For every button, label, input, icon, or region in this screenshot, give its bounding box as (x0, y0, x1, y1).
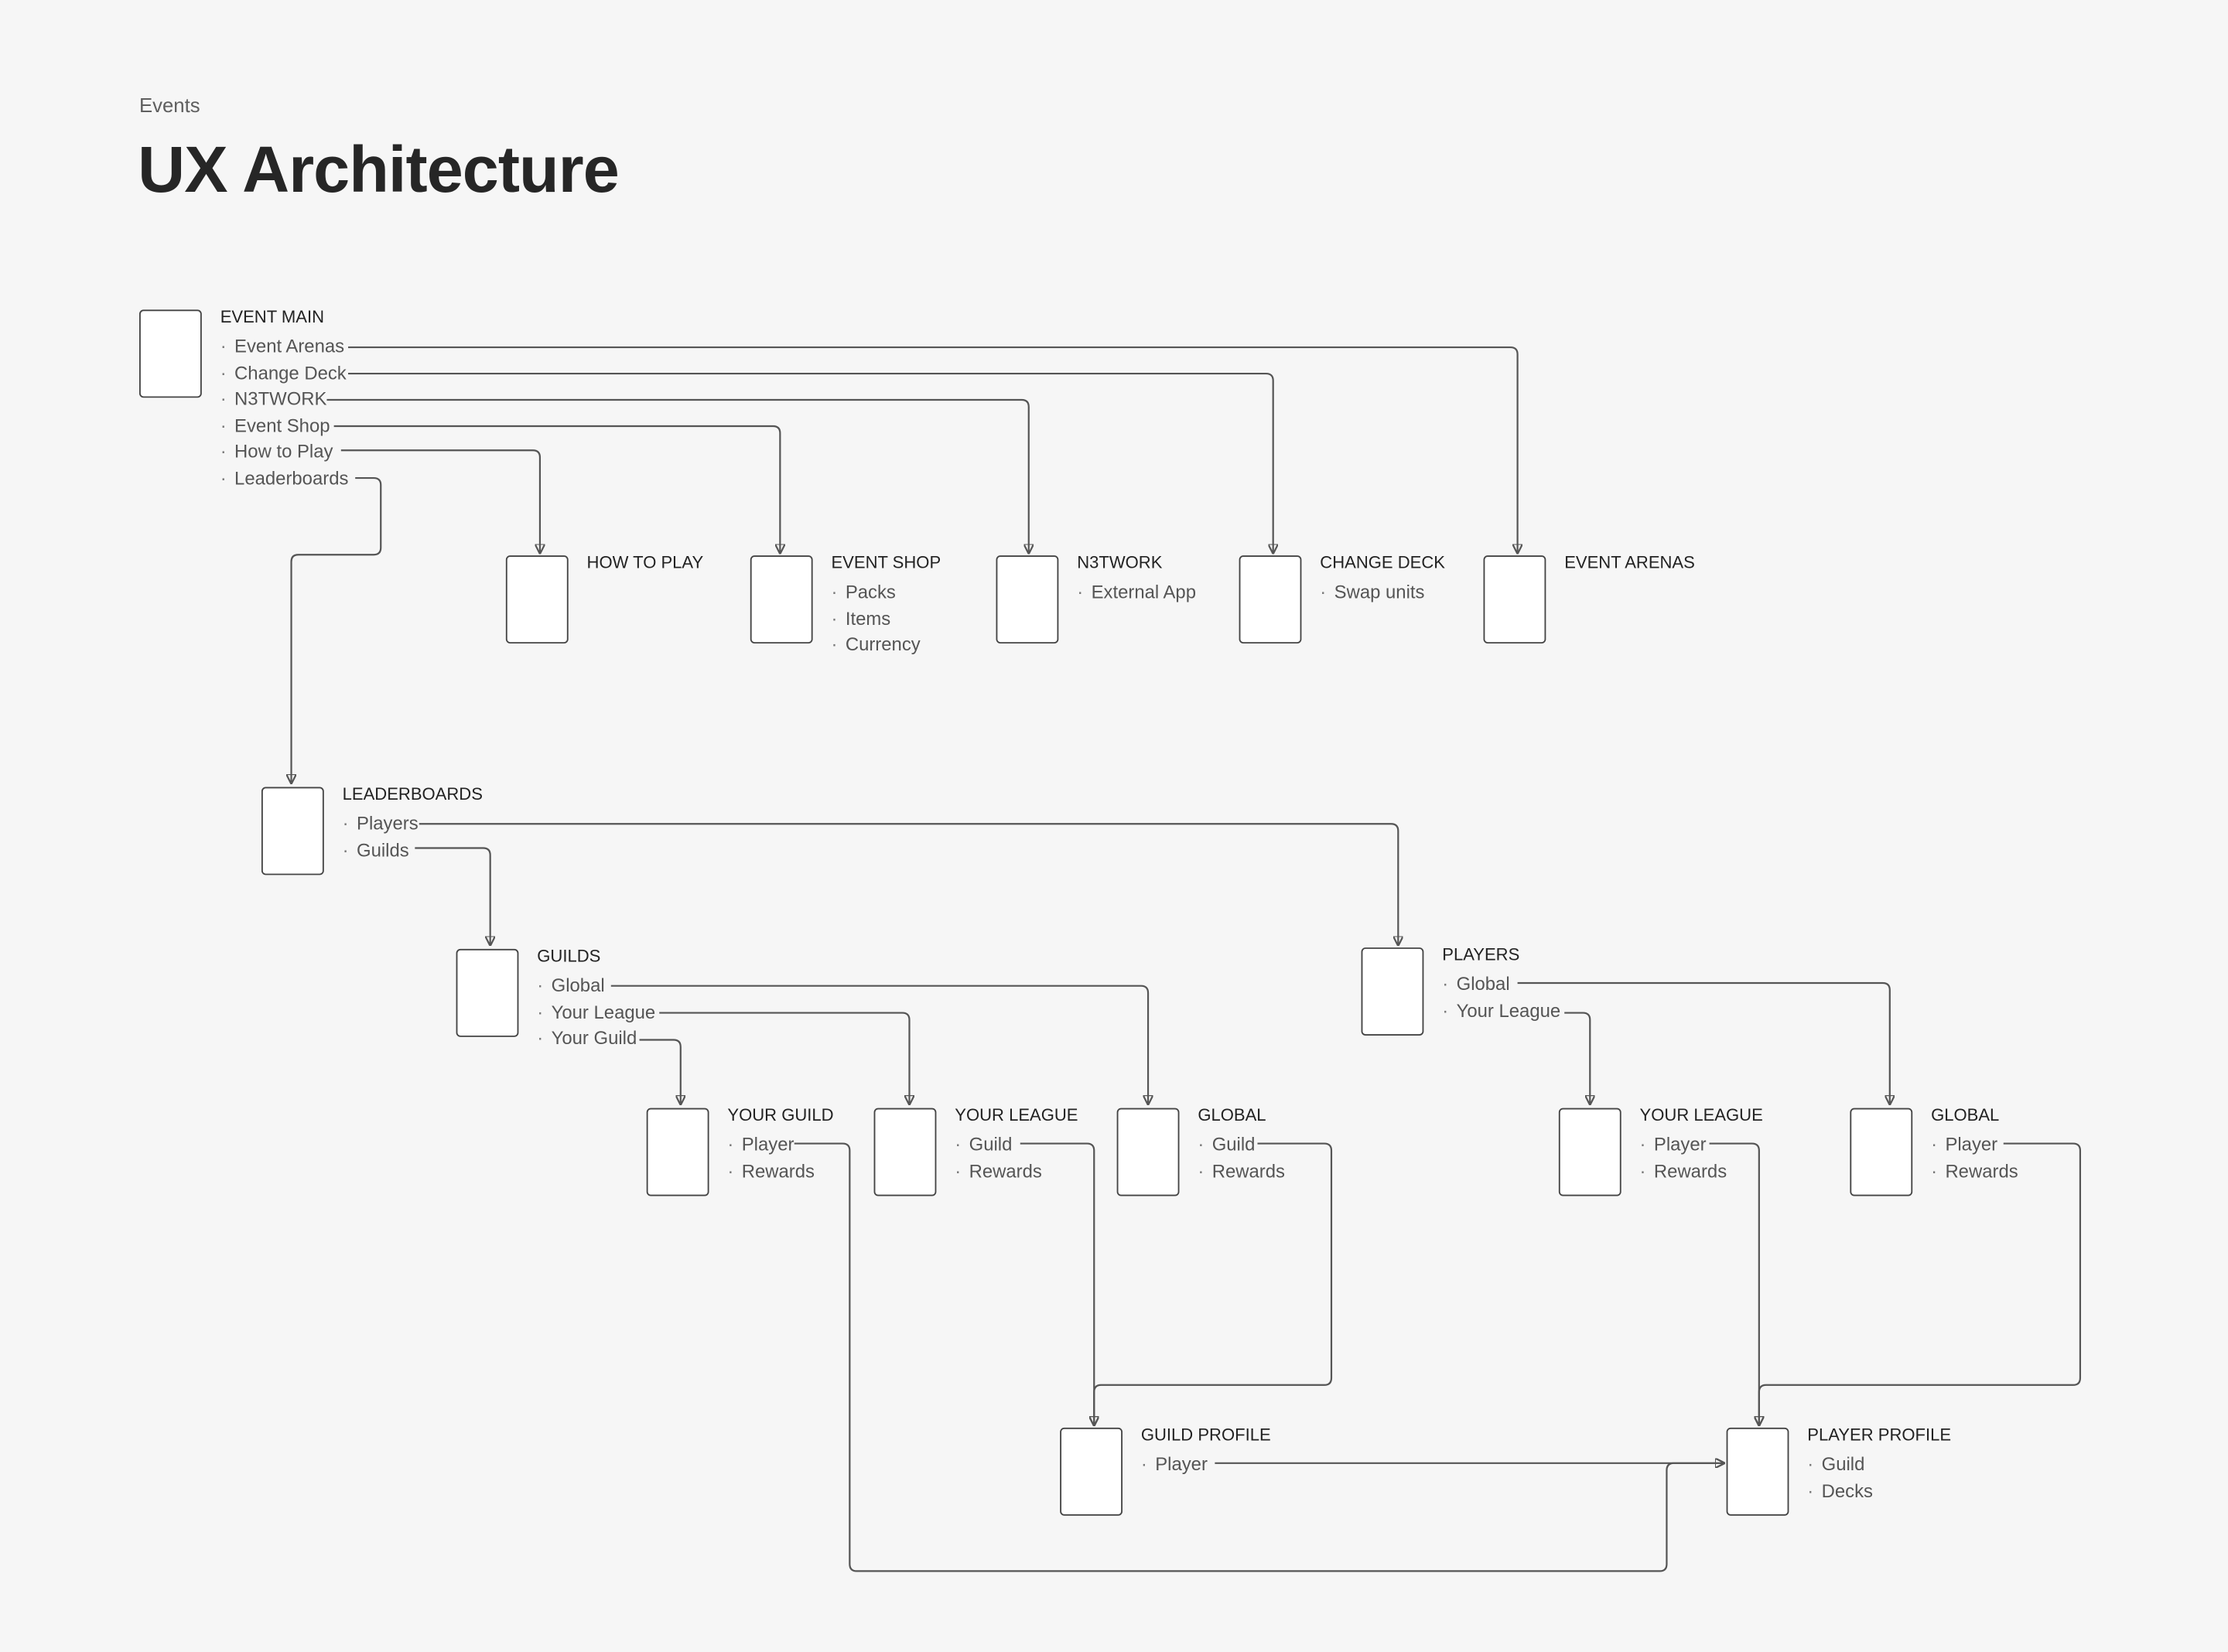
node-item: Packs (831, 579, 941, 606)
node-title: GUILD PROFILE (1140, 1425, 1271, 1445)
page-title: UX Architecture (138, 131, 620, 206)
screen-placeholder (1558, 1108, 1621, 1196)
screen-placeholder (261, 787, 324, 875)
node-item: How to Play (220, 439, 349, 466)
screen-placeholder (750, 555, 813, 644)
node-title: EVENT SHOP (831, 552, 941, 573)
node-item: N3TWORK (220, 387, 349, 413)
link-how-to-play (340, 449, 540, 552)
node-item: Global (1442, 971, 1560, 998)
node-title: GUILDS (537, 946, 601, 966)
node-item: Rewards (1198, 1159, 1285, 1185)
screen-placeholder (138, 309, 202, 398)
link-guilds-global (610, 985, 1148, 1104)
node-title: EVENT ARENAS (1564, 552, 1695, 573)
screen-placeholder (646, 1108, 709, 1196)
node-item: Player (1640, 1132, 1763, 1159)
node-item: Guild (1198, 1132, 1285, 1159)
node-item: Guild (1807, 1452, 1951, 1478)
node-title: GLOBAL (1931, 1104, 2000, 1125)
node-item: Player (1931, 1132, 2018, 1159)
node-item: Event Arenas (220, 334, 349, 360)
node-title: LEADERBOARDS (342, 783, 483, 804)
node-item: Rewards (727, 1159, 833, 1185)
link-leaderboards (292, 476, 382, 783)
node-item: Items (831, 606, 941, 632)
node-item: Rewards (1640, 1159, 1763, 1185)
node-item: Decks (1807, 1478, 1951, 1504)
link-players-your-league (1564, 1012, 1590, 1104)
node-title: CHANGE DECK (1320, 552, 1445, 573)
node-item: Player (1141, 1452, 1271, 1478)
link-guild-your-league-guild (1020, 1142, 1095, 1425)
screen-placeholder (505, 555, 569, 644)
node-item: Player (727, 1132, 833, 1159)
node-item: Your League (1442, 998, 1561, 1024)
node-item: Currency (831, 632, 941, 658)
node-title: PLAYER PROFILE (1807, 1425, 1952, 1445)
screen-placeholder (1850, 1108, 1913, 1196)
screen-placeholder (1239, 555, 1302, 644)
node-title: HOW TO PLAY (586, 552, 704, 573)
screen-placeholder (1116, 1108, 1180, 1196)
link-guilds-your-league (659, 1012, 909, 1104)
node-item: Rewards (955, 1159, 1078, 1185)
screen-placeholder (1483, 555, 1546, 644)
node-item: Global (537, 973, 655, 999)
node-item: Your Guild (537, 1026, 655, 1052)
link-player-global-player (1759, 1142, 2082, 1425)
node-title: YOUR LEAGUE (955, 1104, 1078, 1125)
screen-placeholder (996, 555, 1059, 644)
node-item: External App (1077, 579, 1196, 606)
link-n3twork (326, 398, 1028, 552)
node-title: GLOBAL (1198, 1104, 1266, 1125)
node-item: Rewards (1931, 1159, 2018, 1185)
screen-placeholder (1060, 1427, 1123, 1516)
node-item: Swap units (1320, 579, 1445, 606)
node-title: PLAYERS (1442, 944, 1520, 965)
node-title: EVENT MAIN (220, 306, 324, 327)
link-change-deck (347, 372, 1273, 552)
node-item: Guild (955, 1132, 1078, 1159)
link-event-shop (333, 425, 781, 552)
link-player-your-league-player (1709, 1142, 1759, 1425)
link-event-arenas (347, 346, 1518, 552)
link-guild-global-guild (1094, 1142, 1333, 1425)
node-item: Your League (537, 999, 656, 1026)
node-title: N3TWORK (1077, 552, 1163, 573)
section-label: Events (138, 94, 200, 117)
node-item: Players (343, 811, 483, 838)
link-players-global (1517, 981, 1890, 1104)
link-your-guild-player (794, 1142, 1724, 1572)
node-item: Guilds (343, 838, 483, 864)
node-item: Leaderboards (220, 466, 348, 492)
screen-placeholder (1726, 1427, 1789, 1516)
link-players (419, 823, 1398, 944)
screen-placeholder (456, 948, 519, 1037)
screen-placeholder (1361, 947, 1424, 1036)
screen-placeholder (873, 1108, 937, 1196)
node-item: Change Deck (220, 360, 349, 387)
node-title: YOUR GUILD (727, 1104, 834, 1125)
node-item: Event Shop (220, 413, 349, 439)
link-guilds-your-guild (639, 1039, 681, 1104)
link-guilds (415, 847, 490, 945)
node-title: YOUR LEAGUE (1639, 1104, 1763, 1125)
